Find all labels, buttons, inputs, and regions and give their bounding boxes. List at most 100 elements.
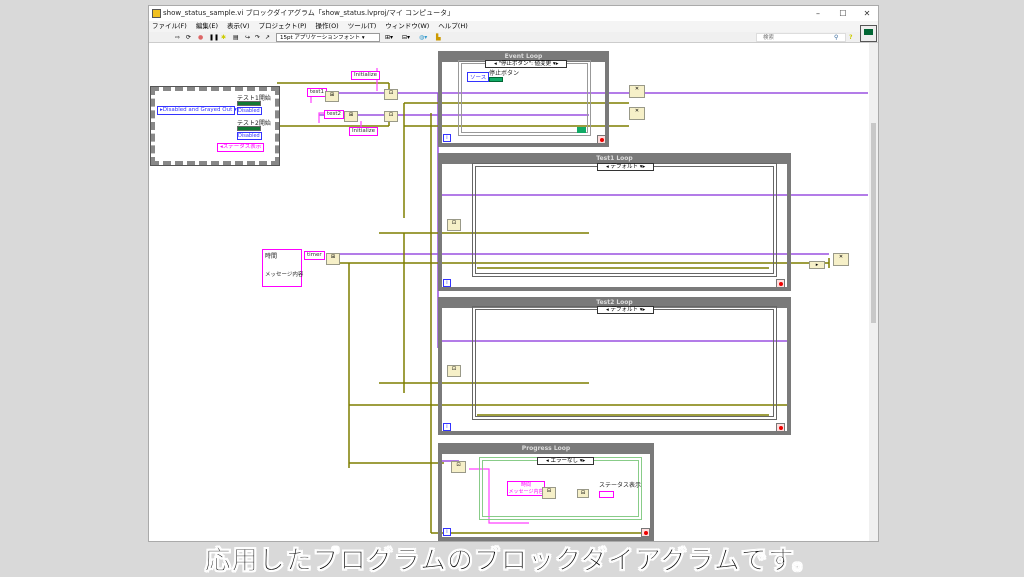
test1-case-label: デフォルト	[610, 164, 639, 170]
test2-start-node[interactable]	[237, 126, 261, 131]
test2-loop: Test2 Loop	[438, 297, 791, 435]
dequeue-node-test1[interactable]: ⊡	[447, 219, 461, 231]
dequeue-node-progress[interactable]: ⊡	[451, 461, 466, 473]
menu-tools[interactable]: ツール(T)	[347, 22, 377, 30]
progress-case-label: エラーなし	[550, 458, 579, 464]
pause-icon[interactable]: ❚❚	[209, 34, 220, 41]
vi-icon	[860, 25, 877, 42]
initialize-constant-2[interactable]: Initialize	[349, 127, 379, 136]
retain-wire-values-icon[interactable]: ▤	[233, 34, 239, 41]
menu-help[interactable]: ヘルプ(H)	[438, 22, 468, 30]
status-display-ref[interactable]: ◂ステータス表示	[217, 143, 265, 152]
format-string-node[interactable]: ⊟	[542, 487, 556, 499]
font-select-value: 15pt アプリケーションフォント	[280, 35, 361, 41]
minimize-button[interactable]: –	[816, 9, 820, 18]
search-input[interactable]: 検索	[756, 33, 846, 42]
align-icon[interactable]: ⊞▾	[385, 34, 394, 41]
event-case-label: "停止ボタン": 値変更	[498, 61, 552, 67]
iteration-terminal: i	[443, 134, 451, 142]
enum-constant[interactable]: ▸Disabled and Grayed Out ▾	[157, 106, 237, 115]
iteration-terminal: i	[443, 423, 451, 431]
test2-loop-label: Test2 Loop	[596, 299, 633, 306]
run-continuously-icon[interactable]: ⟳	[186, 34, 192, 41]
test2-case-selector[interactable]: ◂ デフォルト ▾▸	[597, 306, 655, 314]
test1-case-selector[interactable]: ◂ デフォルト ▾▸	[597, 163, 655, 171]
search-icon[interactable]: ⚲	[834, 34, 839, 41]
loop-stop-terminal	[776, 279, 785, 288]
distribute-icon[interactable]: ⊟▾	[402, 34, 411, 41]
dequeue-node-test2[interactable]: ⊡	[447, 365, 461, 377]
close-button[interactable]: ✕	[863, 9, 871, 18]
loop-stop-terminal	[641, 528, 650, 537]
menu-project[interactable]: プロジェクト(P)	[258, 22, 307, 30]
menu-edit[interactable]: 編集(E)	[195, 22, 218, 30]
test1-case-structure	[472, 163, 777, 277]
iteration-terminal: i	[443, 279, 451, 287]
sequence-frame	[150, 86, 280, 166]
event-loop: Event Loop	[438, 51, 609, 147]
enum-value: Disabled and Grayed Out	[162, 107, 233, 113]
status-display-property[interactable]	[599, 491, 614, 498]
test2-string-constant[interactable]: test2	[324, 110, 345, 119]
toolbar: ⇨ ⟳ ● ❚❚ ✱ ▤ ↪ ↷ ↗ 15pt アプリケーションフォント ▾ ⊞…	[149, 32, 878, 43]
initialize-constant-1[interactable]: Initialize	[351, 71, 381, 80]
event-case-selector[interactable]: ◂ "停止ボタン": 値変更 ▾▸	[485, 60, 568, 68]
status-display-ref-label: ステータス表示	[222, 144, 262, 150]
search-placeholder: 検索	[763, 35, 775, 41]
maximize-button[interactable]: ☐	[839, 9, 847, 18]
test2-start-label: テスト2開始	[237, 120, 271, 127]
progress-loop: Progress Loop	[438, 443, 654, 541]
step-out-icon[interactable]: ↗	[265, 34, 271, 41]
caption-text: 応用したプログラムのブロックダイアグラムです。	[204, 546, 820, 577]
status-display-label: ステータス表示	[599, 482, 642, 489]
select-node[interactable]: ⊟	[577, 489, 589, 498]
cleanup-icon[interactable]: ▙	[436, 34, 441, 41]
obtain-queue-1[interactable]: ⊡	[384, 89, 398, 100]
test1-start-label: テスト1開始	[237, 95, 271, 102]
message-cluster-constant[interactable]: 時間 メッセージ内容	[262, 249, 304, 287]
vertical-scrollbar[interactable]	[869, 43, 878, 541]
font-select[interactable]: 15pt アプリケーションフォント ▾	[276, 33, 380, 42]
cluster-message-label: メッセージ内容	[265, 272, 304, 278]
release-queue-2[interactable]: ✕	[629, 107, 645, 120]
reorder-icon[interactable]: ◍▾	[419, 34, 428, 41]
release-queue-1[interactable]: ✕	[629, 85, 645, 98]
unbundle-by-name[interactable]: 時間 メッセージ内容	[507, 481, 545, 496]
highlight-execution-icon[interactable]: ✱	[221, 34, 227, 41]
menu-file[interactable]: ファイル(F)	[152, 22, 187, 30]
step-over-icon[interactable]: ↷	[255, 34, 261, 41]
bundle-node-timer[interactable]: ⊞	[326, 253, 340, 265]
abort-icon[interactable]: ●	[198, 34, 204, 41]
menu-operate[interactable]: 操作(O)	[315, 22, 339, 30]
help-icon[interactable]: ?	[849, 34, 853, 41]
test2-case-structure	[472, 306, 777, 420]
stop-button-terminal[interactable]	[489, 77, 503, 82]
test1-loop: Test1 Loop	[438, 153, 791, 291]
disabled-property-1[interactable]: Disabled	[237, 107, 262, 115]
progress-case-selector[interactable]: ◂ エラーなし ▾▸	[537, 457, 595, 465]
cluster-time-label: 時間	[265, 253, 278, 260]
loop-stop-terminal	[597, 135, 606, 144]
scrollbar-thumb[interactable]	[871, 123, 876, 323]
menu-window[interactable]: ウィンドウ(W)	[385, 22, 430, 30]
release-queue-timer[interactable]: ✕	[833, 253, 849, 266]
obtain-queue-2[interactable]: ⊡	[384, 111, 398, 122]
test1-start-node[interactable]	[237, 101, 261, 106]
stop-button-label: 停止ボタン	[489, 70, 520, 77]
disabled-property-2[interactable]: Disabled	[237, 132, 262, 140]
run-arrow-icon[interactable]: ⇨	[175, 34, 181, 41]
unbundle-time: 時間	[520, 482, 531, 488]
timer-string-constant[interactable]: timer	[304, 251, 325, 260]
menu-view[interactable]: 表示(V)	[227, 22, 250, 30]
bundle-node-1[interactable]: ⊞	[325, 91, 339, 102]
menu-bar: ファイル(F) 編集(E) 表示(V) プロジェクト(P) 操作(O) ツール(…	[149, 21, 878, 32]
title-bar: show_status_sample.vi ブロックダイアグラム「show_st…	[149, 6, 878, 21]
labview-window: show_status_sample.vi ブロックダイアグラム「show_st…	[148, 5, 879, 542]
loop-stop-terminal	[776, 423, 785, 432]
event-loop-label: Event Loop	[504, 53, 543, 60]
iteration-terminal: i	[443, 528, 451, 536]
merge-errors-node[interactable]: ▸	[809, 261, 825, 269]
step-into-icon[interactable]: ↪	[245, 34, 251, 41]
true-constant	[577, 127, 586, 133]
bundle-node-2[interactable]: ⊞	[344, 111, 358, 122]
